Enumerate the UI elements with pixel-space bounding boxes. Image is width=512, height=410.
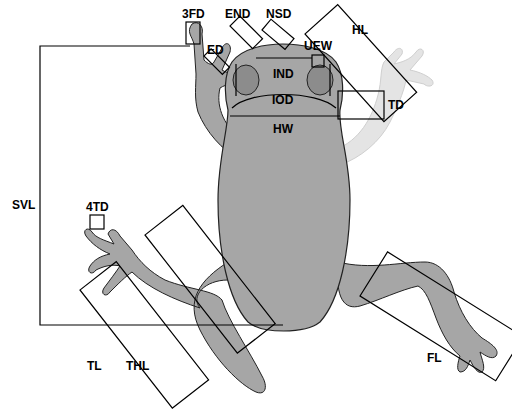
measurement-label: 4TD: [86, 201, 109, 213]
measurement-label: HW: [273, 123, 293, 135]
measurement-label: IND: [273, 68, 294, 80]
measurement-label: UEW: [304, 40, 332, 52]
measurement-label: TD: [388, 99, 404, 111]
measurement-label: NSD: [266, 8, 291, 20]
measurement-label: THL: [126, 360, 149, 372]
frog-body: [218, 44, 350, 331]
measurement-label: FL: [427, 352, 442, 364]
measurement-label: SVL: [12, 199, 35, 211]
measurement-label: ED: [207, 44, 224, 56]
measurement-label: 3FD: [182, 8, 205, 20]
measurement-label: TL: [87, 360, 102, 372]
measurement-label: IOD: [272, 94, 293, 106]
measurement-label: HL: [352, 24, 368, 36]
measurement-label: END: [225, 8, 250, 20]
